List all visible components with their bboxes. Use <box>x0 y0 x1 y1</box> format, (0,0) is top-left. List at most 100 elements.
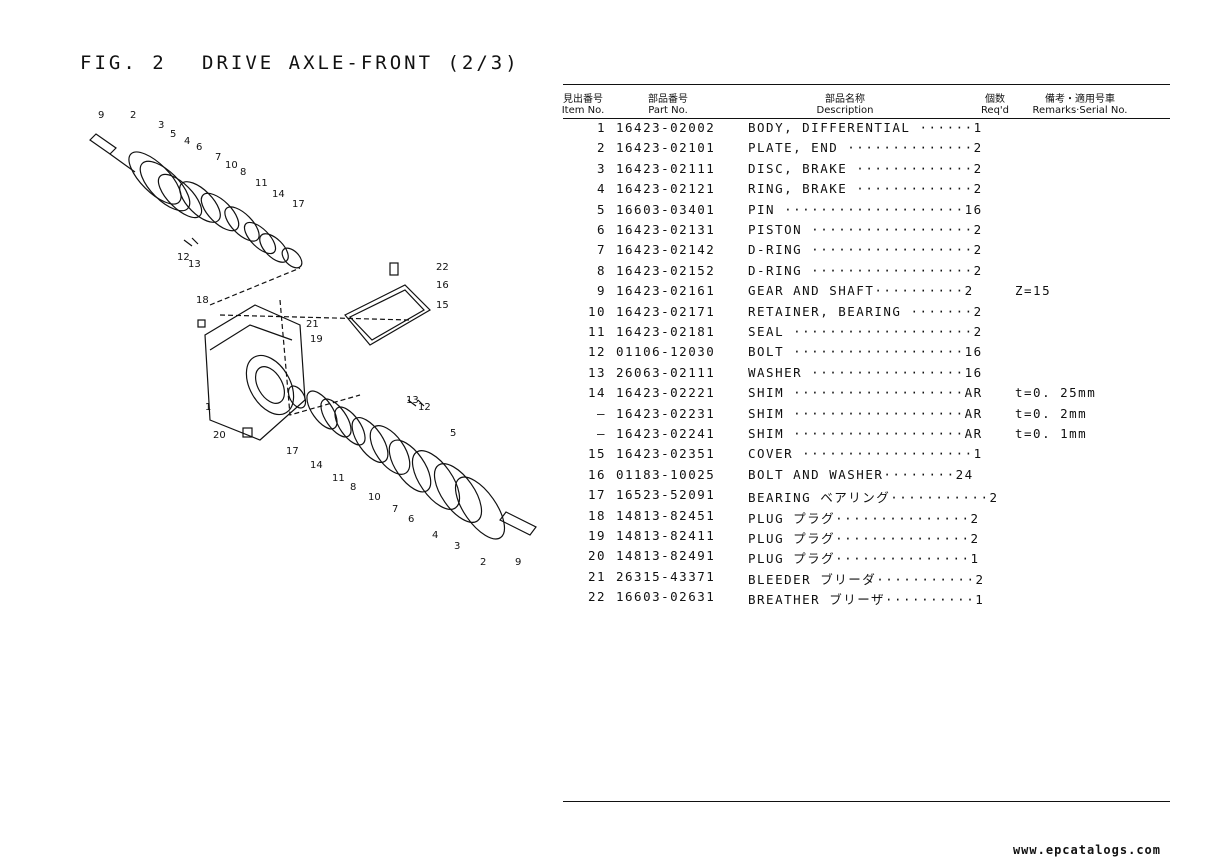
table-row: 12 01106-12030 BOLT ···················16 <box>563 344 1170 364</box>
remarks: t=0. 2mm <box>1015 405 1088 421</box>
label-1: 1 <box>205 402 211 413</box>
description: PIN ····················16 <box>748 201 983 217</box>
label-2-upper: 2 <box>130 110 136 121</box>
remarks: t=0. 1mm <box>1015 426 1088 441</box>
table-top-rule <box>563 84 1170 85</box>
label-14-upper: 14 <box>272 189 285 200</box>
label-14-lower: 14 <box>310 460 323 471</box>
part-number: 16423-02221 <box>616 385 716 401</box>
table-row: 18 14813-82451 PLUG プラグ···············2 <box>563 508 1170 528</box>
description: BODY, DIFFERENTIAL ······1 <box>748 120 983 135</box>
label-8-upper: 8 <box>240 167 246 178</box>
description: BREATHER ブリーザ··········1 <box>748 592 985 608</box>
table-row: 22 16603-02631 BREATHER ブリーザ··········1 <box>563 589 1170 609</box>
label-4-lower: 4 <box>432 530 438 541</box>
footer-url: www.epcatalogs.com <box>1012 843 1161 857</box>
item-number: 12 <box>587 344 606 360</box>
description: PLUG プラグ···············2 <box>748 531 980 546</box>
label-9-lower: 9 <box>515 557 521 568</box>
item-number: 13 <box>587 364 606 380</box>
part-number: 16523-52091 <box>616 487 716 503</box>
label-13-upper: 13 <box>188 259 201 270</box>
part-number: 26315-43371 <box>616 568 716 584</box>
part-number: 16423-02142 <box>616 242 716 258</box>
label-4-upper: 4 <box>184 136 190 147</box>
label-11-lower: 11 <box>332 473 345 484</box>
item-number: 18 <box>587 507 606 523</box>
label-2-lower: 2 <box>480 557 486 568</box>
description: BOLT ···················16 <box>748 344 983 360</box>
description: RETAINER, BEARING ·······2 <box>748 303 983 319</box>
table-row: 10 16423-02171 RETAINER, BEARING ·······2 <box>563 304 1170 324</box>
part-number: 16423-02231 <box>616 405 716 421</box>
part-number: 01106-12030 <box>616 344 716 360</box>
item-number: 21 <box>587 568 606 584</box>
item-number: 14 <box>587 385 606 401</box>
description: D-RING ··················2 <box>748 262 983 278</box>
item-number: 10 <box>587 303 606 319</box>
item-number: — <box>596 426 606 441</box>
label-12-lower: 12 <box>418 402 431 413</box>
part-number: 16423-02171 <box>616 303 716 319</box>
label-9-upper: 9 <box>98 110 104 121</box>
label-3-lower: 3 <box>454 541 460 552</box>
item-number: 16 <box>587 466 606 482</box>
part-number: 16423-02351 <box>616 446 716 462</box>
table-row: 13 26063-02111 WASHER ·················16 <box>563 365 1170 385</box>
label-19: 19 <box>310 334 323 345</box>
item-number: 20 <box>587 548 606 564</box>
table-bottom-rule <box>563 801 1170 802</box>
label-7-lower: 7 <box>392 504 398 515</box>
label-20: 20 <box>213 430 226 441</box>
label-10-upper: 10 <box>225 160 238 171</box>
part-number: 16603-02631 <box>616 589 716 605</box>
label-12-upper: 12 <box>177 252 190 263</box>
part-number: 14813-82451 <box>616 507 716 523</box>
part-number: 16423-02241 <box>616 426 716 441</box>
table-row: 14 16423-02221 SHIM ···················AR t… <box>563 385 1170 405</box>
description: PLUG プラグ···············2 <box>748 510 980 526</box>
description: BEARING ベアリング···········2 <box>748 490 999 506</box>
label-18: 18 <box>196 295 209 306</box>
description: SEAL ····················2 <box>748 324 983 339</box>
item-number: 6 <box>596 222 606 237</box>
part-number: 16423-02121 <box>616 181 716 197</box>
exploded-diagram: 9 2 3 5 4 6 7 10 8 11 14 17 12 13 22 16 … <box>89 110 537 568</box>
part-number: 16423-02181 <box>616 324 716 339</box>
label-8-lower: 8 <box>350 482 356 493</box>
item-number: 2 <box>596 140 606 156</box>
label-13-lower: 13 <box>406 395 419 406</box>
description: PLUG プラグ···············1 <box>748 551 980 567</box>
table-row: — 16423-02241 SHIM ···················AR t=… <box>563 426 1170 446</box>
part-number: 16423-02161 <box>616 283 716 299</box>
part-number: 26063-02111 <box>616 364 716 380</box>
description: WASHER ·················16 <box>748 364 983 380</box>
remarks: t=0. 25mm <box>1015 385 1097 401</box>
description: PISTON ··················2 <box>748 222 983 237</box>
item-number: 11 <box>587 324 606 339</box>
description: PLATE, END ··············2 <box>748 140 983 156</box>
item-number: 19 <box>587 528 606 543</box>
description: SHIM ···················AR <box>748 385 983 401</box>
part-number: 16423-02002 <box>616 120 716 135</box>
item-number: 22 <box>587 589 606 605</box>
figure-number: FIG. 2 <box>80 52 167 74</box>
part-number: 14813-82411 <box>616 528 716 543</box>
description: SHIM ···················AR <box>748 426 983 441</box>
label-22: 22 <box>436 262 449 273</box>
item-number: 4 <box>596 181 606 197</box>
description: DISC, BRAKE ·············2 <box>748 160 983 176</box>
